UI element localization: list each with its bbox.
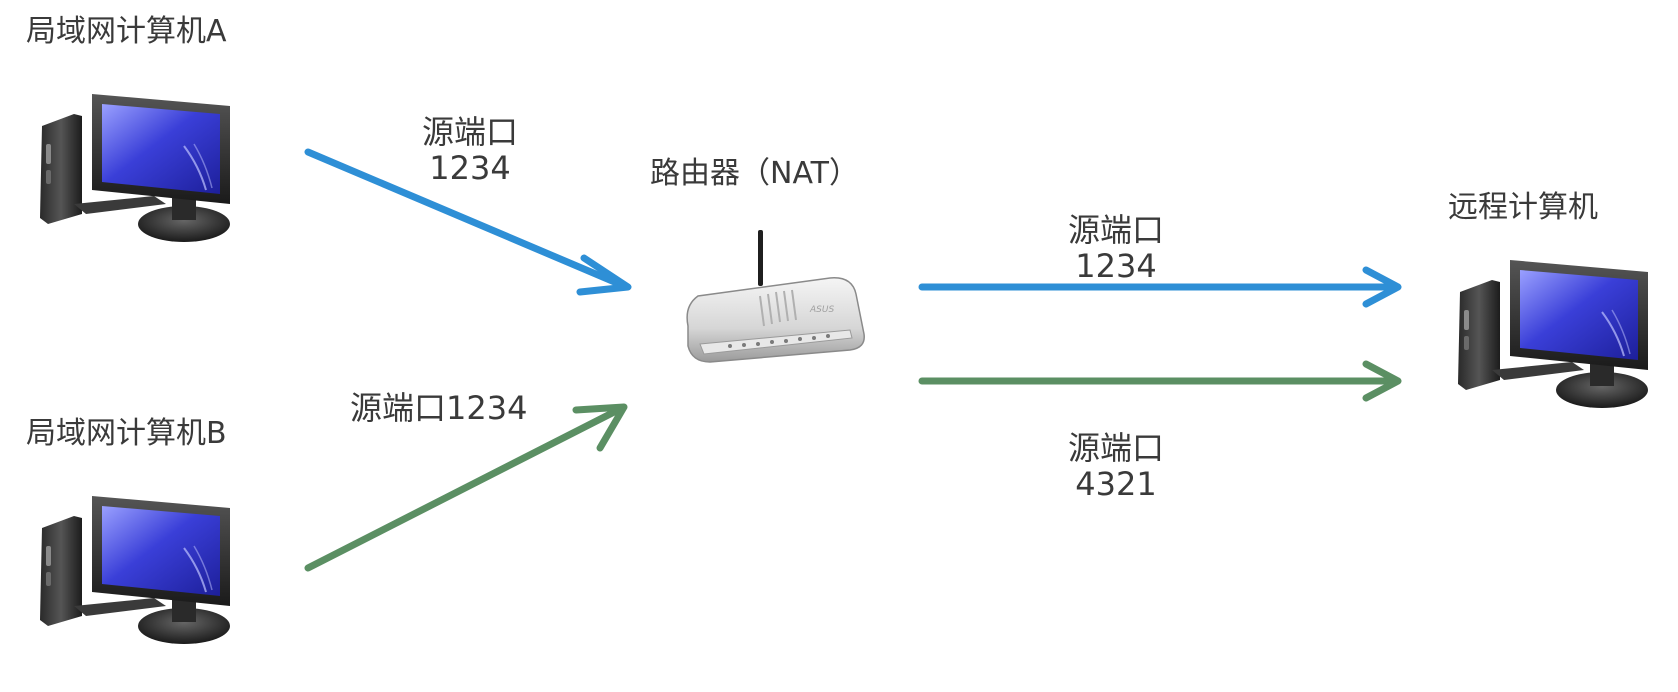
port-label-a-title: 源端口 [421,113,518,151]
arrow-router-to-remote-2 [918,360,1402,402]
port-label-remote-1-title: 源端口 [1067,211,1164,249]
port-label-b: 源端口1234 [350,389,528,427]
port-label-remote-1: 源端口 1234 [1056,212,1176,284]
arrow-b-to-router [304,403,628,572]
arrow-router-to-remote-1 [918,266,1402,308]
remote-computer-label: 远程计算机 [1448,190,1598,225]
router-brand: ASUS [809,305,834,315]
computer-a-label: 局域网计算机A [26,14,227,49]
port-label-a-number: 1234 [429,149,511,187]
router-icon: ASUS [680,226,880,380]
port-label-remote-2-number: 4321 [1075,465,1157,503]
arrow-a-to-router [304,148,632,296]
port-label-remote-2-title: 源端口 [1067,429,1164,467]
port-label-remote-1-number: 1234 [1075,247,1157,285]
computer-b-label: 局域网计算机B [26,416,227,451]
port-label-remote-2: 源端口 4321 [1056,430,1176,502]
port-label-a: 源端口 1234 [410,114,530,186]
router-label: 路由器（NAT） [650,156,859,191]
